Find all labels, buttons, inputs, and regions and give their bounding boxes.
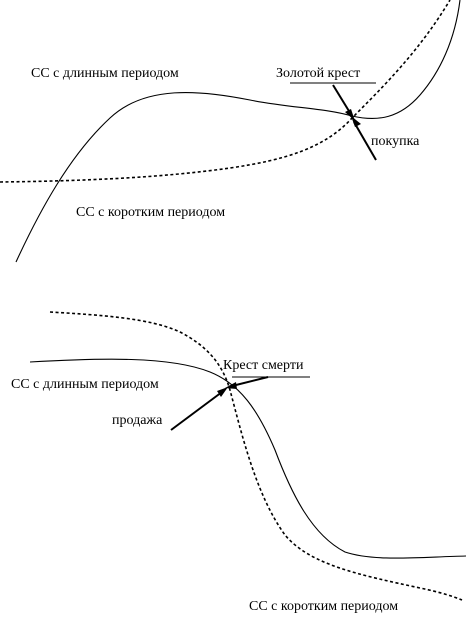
golden-short-ma-curve [0,0,451,183]
death-cross-label: Крест смерти [223,358,304,373]
death-short-ma-curve [49,311,463,601]
death-action-arrow [170,391,223,431]
golden-long-ma-curve [15,0,461,263]
death-cross-panel: Крест смерти СС с длинным периодом прода… [11,311,466,614]
death-action-label: продажа [112,413,163,428]
golden-short-ma-label: СС с коротким периодом [76,205,225,220]
death-long-ma-label: СС с длинным периодом [11,377,159,392]
golden-long-ma-label: СС с длинным периодом [31,66,179,81]
death-cross-arrowhead [225,382,237,389]
golden-action-arrow [353,121,377,161]
golden-action-arrowhead [351,116,361,127]
death-long-ma-curve [29,358,466,559]
golden-cross-panel: СС с длинным периодом СС с коротким пери… [0,0,461,263]
death-cross-pointer [231,376,269,387]
golden-cross-label: Золотой крест [276,66,360,81]
golden-action-label: покупка [371,134,420,149]
death-short-ma-label: СС с коротким периодом [249,599,398,614]
death-action-arrowhead [217,387,228,397]
